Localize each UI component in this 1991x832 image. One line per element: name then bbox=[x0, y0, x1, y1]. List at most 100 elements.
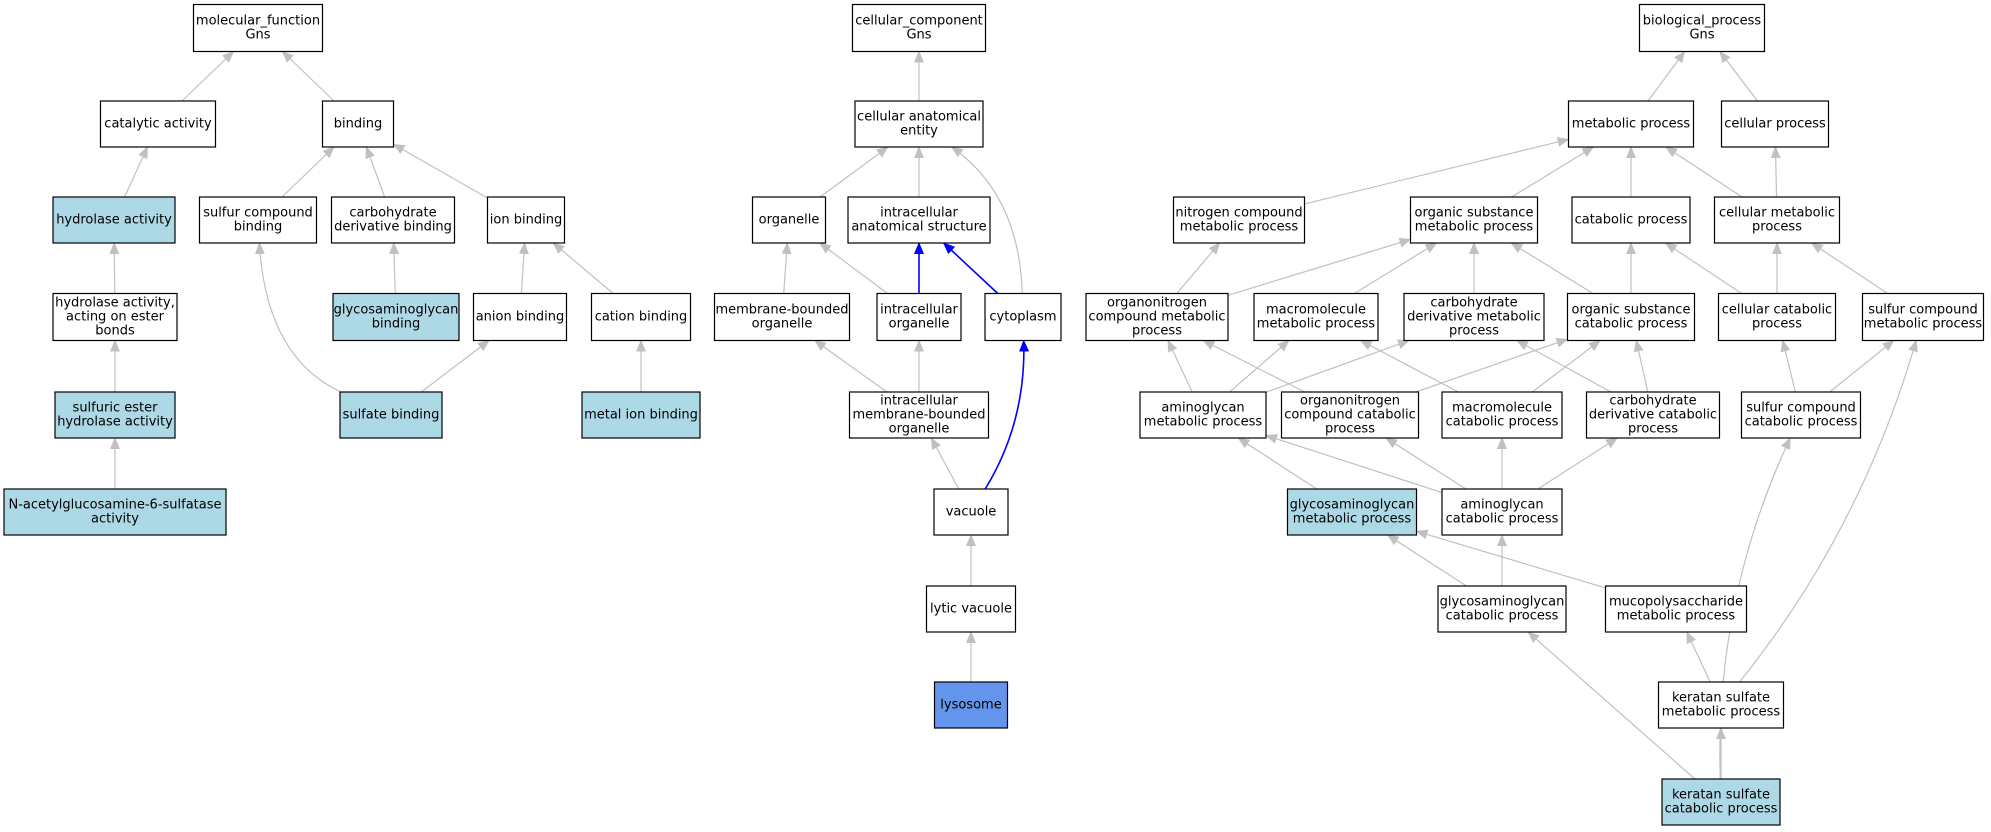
node-box bbox=[1567, 100, 1695, 148]
node-label-line: intracellular bbox=[880, 206, 958, 221]
node-box bbox=[1280, 391, 1420, 439]
node-label-line: metal ion binding bbox=[584, 408, 698, 423]
node-anion-binding[interactable]: anion binding bbox=[472, 292, 568, 342]
node-label-line: organelle bbox=[759, 213, 820, 228]
node-box bbox=[1604, 585, 1748, 633]
node-metabolic[interactable]: metabolic process bbox=[1567, 100, 1695, 148]
node-box bbox=[854, 100, 984, 148]
node-box bbox=[52, 292, 178, 342]
node-box bbox=[713, 292, 851, 342]
node-label-line: metabolic process bbox=[1293, 512, 1412, 527]
node-box bbox=[751, 196, 827, 244]
node-box bbox=[198, 196, 318, 244]
node-hydrolase[interactable]: hydrolase activity bbox=[52, 196, 176, 244]
node-cation-binding[interactable]: cation binding bbox=[590, 292, 692, 342]
node-lytic-vacuole[interactable]: lytic vacuole bbox=[925, 585, 1017, 633]
edge-aminoglycan_cat-to-carb_deriv_cat bbox=[1537, 437, 1619, 490]
edge-aminoglycan_met-to-carb_deriv_met bbox=[1265, 339, 1410, 393]
node-label-line: catabolic process bbox=[1745, 415, 1858, 430]
node-box bbox=[1085, 292, 1229, 342]
node-box bbox=[925, 585, 1017, 633]
node-label-line: molecular_function bbox=[196, 14, 320, 29]
node-organelle[interactable]: organelle bbox=[751, 196, 827, 244]
node-label-line: metabolic process bbox=[1180, 220, 1299, 235]
node-box bbox=[984, 292, 1062, 342]
node-box bbox=[486, 196, 566, 244]
node-cellular-process[interactable]: cellular process bbox=[1720, 100, 1830, 148]
node-metal-ion-binding[interactable]: metal ion binding bbox=[581, 391, 701, 439]
node-box bbox=[192, 3, 324, 53]
node-box bbox=[332, 292, 460, 342]
node-binding[interactable]: binding bbox=[321, 100, 395, 148]
node-lysosome[interactable]: lysosome bbox=[933, 681, 1009, 729]
node-label-line: catabolic process bbox=[1575, 213, 1688, 228]
node-box bbox=[590, 292, 692, 342]
edge-sulfur_met-to-cell_met bbox=[1810, 242, 1888, 294]
node-label-line: cytoplasm bbox=[989, 310, 1056, 325]
node-label-line: metabolic process bbox=[1572, 117, 1691, 132]
node-label-line: anatomical structure bbox=[851, 220, 986, 235]
node-sulfate-binding[interactable]: sulfate binding bbox=[339, 391, 443, 439]
node-box bbox=[933, 488, 1009, 536]
node-catabolic[interactable]: catabolic process bbox=[1571, 196, 1691, 244]
node-label-line: compound catabolic bbox=[1284, 408, 1416, 423]
node-box bbox=[1409, 196, 1539, 244]
edge-cation_binding-to-ion_binding bbox=[552, 242, 614, 294]
node-label-line: glycosaminoglycan bbox=[1440, 595, 1565, 610]
node-ion-binding[interactable]: ion binding bbox=[486, 196, 566, 244]
node-label-line: carbohydrate bbox=[1430, 296, 1517, 311]
edge-macromol_cat-to-macromol_met bbox=[1359, 339, 1459, 393]
node-vacuole[interactable]: vacuole bbox=[933, 488, 1009, 536]
node-label-line: metabolic process bbox=[1415, 220, 1534, 235]
node-label-line: carbohydrate bbox=[349, 206, 436, 221]
node-label-line: lysosome bbox=[940, 698, 1001, 713]
edge-organelle-to-cae bbox=[819, 146, 889, 198]
node-catalytic[interactable]: catalytic activity bbox=[99, 100, 217, 148]
node-box bbox=[1286, 488, 1418, 536]
node-cytoplasm[interactable]: cytoplasm bbox=[984, 292, 1062, 342]
edge-sulfate_binding-to-anion_binding bbox=[420, 339, 490, 393]
node-label-line: membrane-bounded bbox=[852, 408, 985, 423]
node-label-line: catabolic process bbox=[1665, 802, 1778, 817]
node-label-line: aminoglycan bbox=[1460, 498, 1543, 513]
node-box bbox=[1441, 391, 1563, 439]
node-label-line: intracellular bbox=[880, 303, 958, 318]
edge-aminoglycan_cat-to-orgnitro_cat bbox=[1385, 437, 1467, 490]
edge-hydrolase_ester-to-hydrolase bbox=[109, 242, 120, 294]
